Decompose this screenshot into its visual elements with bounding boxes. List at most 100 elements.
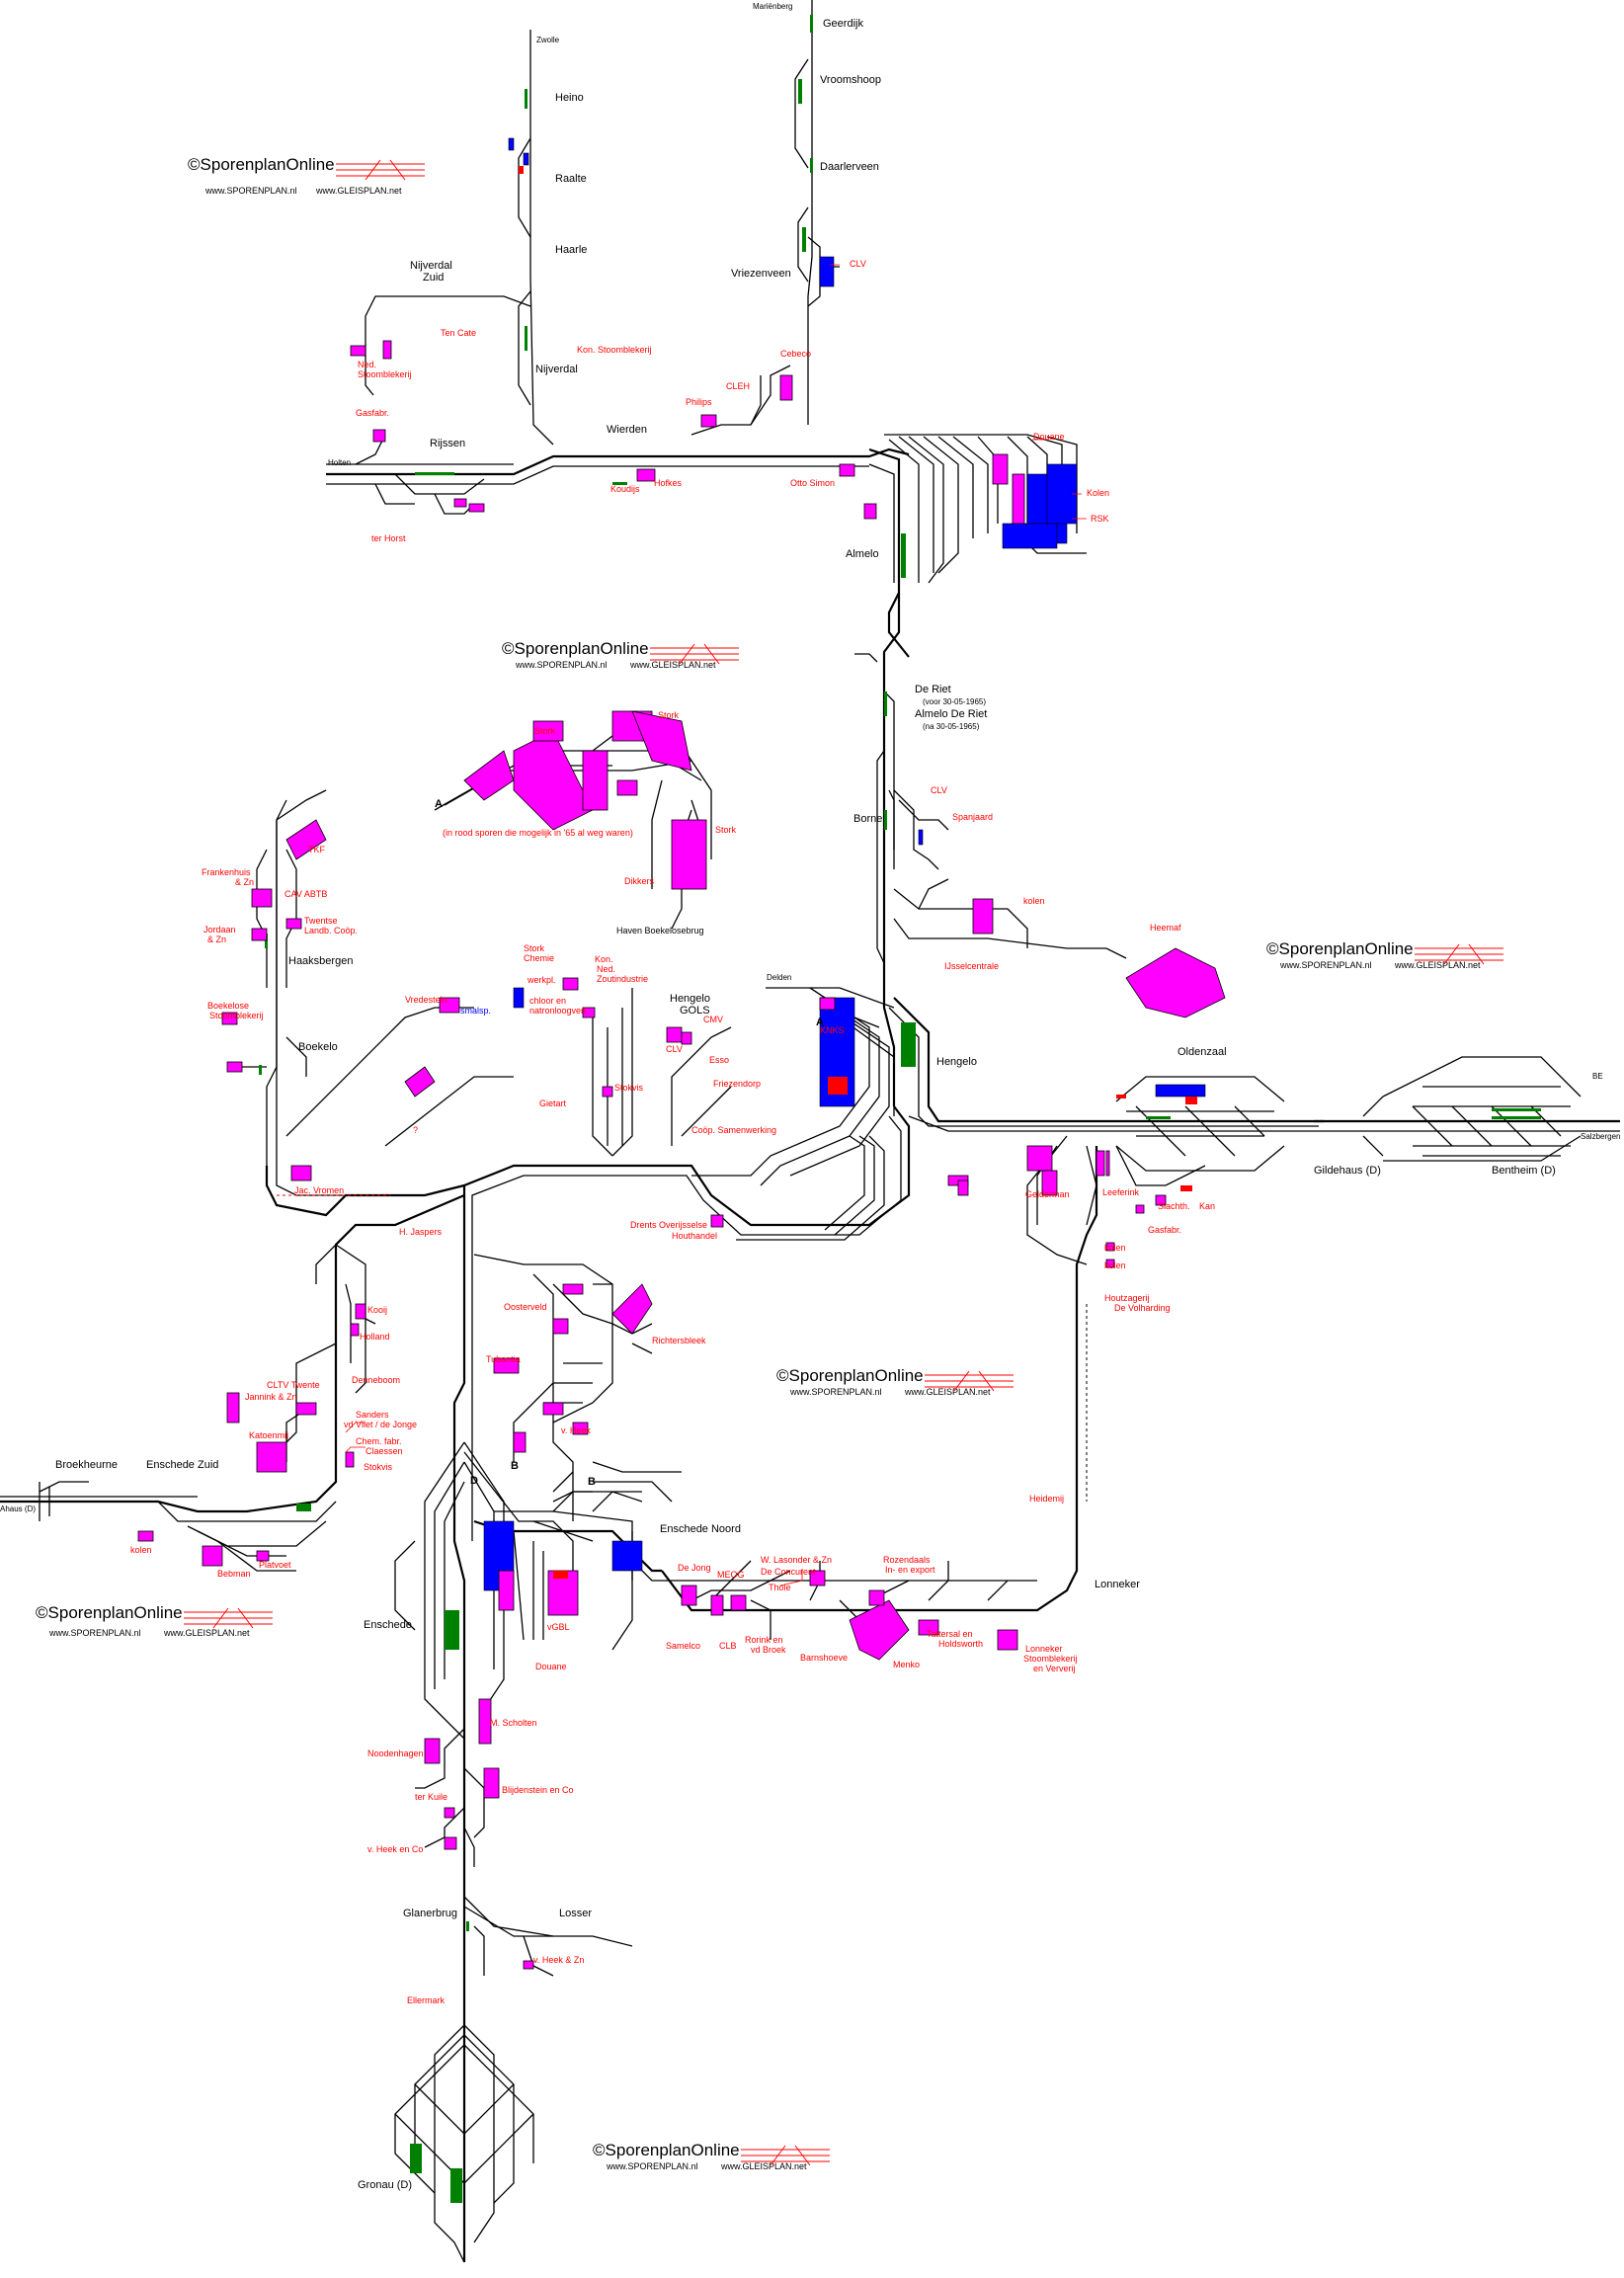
ind-oosterveld: Oosterveld	[504, 1302, 547, 1312]
station-vroomshoop: Vroomshoop	[820, 74, 881, 86]
svg-text:www.SPORENPLAN.nl: www.SPORENPLAN.nl	[48, 1628, 141, 1638]
ind-gietart: Gietart	[539, 1098, 567, 1108]
ind-chloor-2: natronloogverl.	[529, 1006, 589, 1016]
ind-tkf: TKF	[308, 845, 326, 854]
ind-clv: CLV	[850, 259, 866, 269]
ind-twentse-2: Landb. Coöp.	[304, 926, 358, 936]
watermark-4: ©SporenplanOnline www.SPORENPLAN.nl www.…	[776, 1366, 1014, 1397]
ind-m-scholten: M. Scholten	[490, 1718, 537, 1728]
ind-jordaan-1: Jordaan	[203, 925, 236, 935]
ind-stork-1: Stork	[534, 726, 556, 736]
ind-rorink-2: vd Broek	[751, 1645, 786, 1655]
ind-kolen: Kolen	[1087, 488, 1109, 498]
ind-jannink: Jannink & Zn	[245, 1392, 297, 1402]
station-zwolle: Zwolle	[536, 36, 560, 44]
ind-h-jaspers: H. Jaspers	[399, 1227, 443, 1237]
ind-heemaf: Heemaf	[1150, 923, 1181, 933]
station-delden: Delden	[767, 973, 791, 982]
station-bentheim: Bentheim (D)	[1492, 1165, 1556, 1177]
ind-meog: MEOG	[717, 1570, 745, 1580]
ind-de-jong: De Jong	[678, 1563, 711, 1573]
ind-rozendaals-1: Rozendaals	[883, 1555, 931, 1565]
ind-kooij: Kooij	[367, 1305, 387, 1315]
buildings	[483, 137, 1206, 1591]
ind-sanders-1: Sanders	[356, 1410, 389, 1420]
ind-chloor-1: chloor en	[529, 996, 566, 1006]
ind-lonneker-sb-3: en Ververij	[1033, 1664, 1076, 1673]
ind-rorink-1: Rorink en	[745, 1635, 783, 1645]
station-holten: Holten	[328, 458, 351, 467]
watermark-copyright: ©	[188, 155, 201, 174]
ind-kon-ned-2: Ned.	[597, 964, 615, 974]
ind-sanders-2: vd Vliet / de Jonge	[344, 1420, 417, 1429]
station-labels: Mariënberg Geerdijk Vroomshoop Daarlerve…	[0, 2, 1620, 2191]
ind-hofkes: Hofkes	[654, 478, 683, 488]
station-gildehaus: Gildehaus (D)	[1314, 1165, 1381, 1177]
ind-smalsp: smalsp.	[460, 1006, 491, 1016]
station-hengelo-gols-1: Hengelo	[670, 993, 710, 1005]
station-hengelo-gols-2: GOLS	[680, 1005, 710, 1017]
ind-jac-vromen: Jac. Vromen	[294, 1185, 344, 1195]
ind-cltv: CLTV Twente	[267, 1380, 320, 1390]
station-haven: Haven Boekelosebrug	[616, 926, 704, 936]
ind-kolen2: kolen	[130, 1545, 152, 1555]
station-haaksbergen: Haaksbergen	[288, 955, 353, 967]
ind-ned-stoombl-2: Stoomblekerij	[358, 369, 412, 379]
station-marienberg: Mariënberg	[753, 2, 792, 11]
station-gronau: Gronau (D)	[358, 2179, 412, 2191]
ind-platvoet: Platvoet	[259, 1560, 291, 1570]
station-vriezenveen: Vriezenveen	[731, 268, 791, 280]
ind-rsk: RSK	[1091, 514, 1109, 524]
ind-esso: Esso	[709, 1055, 729, 1065]
ind-katoenmij: Katoenmij	[249, 1430, 288, 1440]
station-daarlerveen: Daarlerveen	[820, 161, 879, 173]
ind-twentse-1: Twentse	[304, 916, 338, 926]
ind-douane2: Douane	[535, 1662, 567, 1671]
ind-lonneker-sb-1: Lonneker	[1025, 1644, 1063, 1654]
ind-dikkers: Dikkers	[624, 876, 655, 886]
svg-text:©SporenplanOnline: ©SporenplanOnline	[776, 1366, 924, 1385]
ind-de-concurent: De Concurent	[761, 1567, 816, 1577]
station-geerdijk: Geerdijk	[823, 18, 863, 30]
removed-items	[519, 166, 1197, 1579]
station-wierden: Wierden	[607, 424, 647, 436]
station-glanerbrug: Glanerbrug	[403, 1908, 457, 1919]
ind-clv-borne: CLV	[931, 785, 947, 795]
ind-houtzagerij-1: Houtzagerij	[1104, 1293, 1150, 1303]
svg-text:www.GLEISPLAN.net: www.GLEISPLAN.net	[904, 1387, 991, 1397]
svg-text:www.GLEISPLAN.net: www.GLEISPLAN.net	[629, 660, 716, 670]
ind-barnshoeve: Barnshoeve	[800, 1653, 848, 1663]
station-de-riet: De Riet	[915, 684, 951, 695]
ind-knks: KNKS	[820, 1025, 845, 1035]
svg-text:©SporenplanOnline: ©SporenplanOnline	[593, 2141, 740, 2159]
ind-heidemij: Heidemij	[1029, 1494, 1064, 1504]
ind-spanjaard: Spanjaard	[952, 812, 993, 822]
ind-vgbl: vGBL	[547, 1622, 570, 1632]
marker-d: D	[470, 1475, 478, 1487]
ind-v-heek: v. Heek	[561, 1425, 591, 1435]
svg-text:www.SPORENPLAN.nl: www.SPORENPLAN.nl	[789, 1387, 882, 1397]
svg-text:©SporenplanOnline: ©SporenplanOnline	[188, 155, 335, 174]
ind-houtzagerij-2: De Volharding	[1114, 1303, 1171, 1313]
leader-lines	[345, 264, 1087, 1586]
station-lonneker: Lonneker	[1095, 1579, 1140, 1590]
ind-leeferink: Leeferink	[1102, 1187, 1140, 1197]
ind-bebman: Bebman	[217, 1569, 251, 1579]
station-almelo-de-riet: Almelo De Riet	[915, 708, 987, 720]
platforms	[259, 15, 1541, 2203]
ind-samelco: Samelco	[666, 1641, 700, 1651]
marker-b-1: B	[511, 1460, 519, 1472]
station-bentheim-short: BE	[1592, 1072, 1603, 1081]
marker-a-1: A	[435, 798, 443, 810]
ind-kon-ned-3: Zoutindustrie	[597, 974, 648, 984]
svg-text:www.SPORENPLAN.nl: www.SPORENPLAN.nl	[1279, 960, 1372, 970]
watermark-url-de: www.GLEISPLAN.net	[315, 186, 402, 196]
ind-coop-samenwerking: Coöp. Samenwerking	[691, 1125, 776, 1135]
svg-text:www.GLEISPLAN.net: www.GLEISPLAN.net	[1394, 960, 1481, 970]
marker-a-2: A	[816, 1017, 824, 1028]
station-almelo: Almelo	[846, 548, 879, 560]
ind-ter-horst: ter Horst	[371, 533, 406, 543]
ind-ter-kuile: ter Kuile	[415, 1792, 447, 1802]
station-haarle: Haarle	[555, 244, 587, 256]
